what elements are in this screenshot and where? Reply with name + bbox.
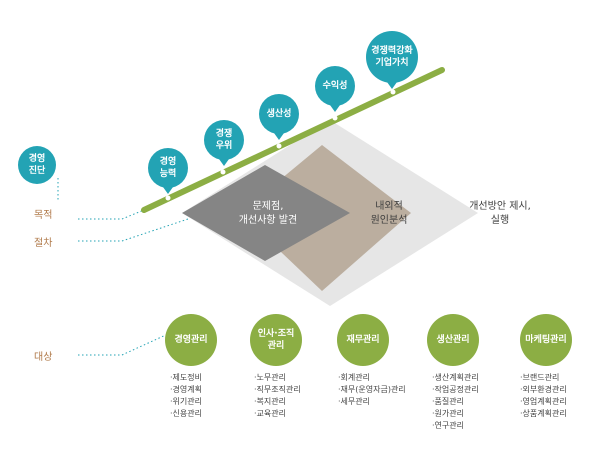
- list-item: 신용관리: [170, 408, 202, 420]
- area-circle-hr: 인사·조직 관리: [250, 314, 302, 366]
- growth-dot-1: [165, 195, 171, 201]
- stage1-diamond: [182, 165, 350, 261]
- list-item: 직무조직관리: [254, 384, 301, 396]
- procedure-leader: [78, 218, 189, 242]
- stage-label-problem: 문제점, 개선사항 발견: [238, 201, 298, 226]
- target-leader: [78, 333, 169, 356]
- list-item: 연구관리: [432, 420, 479, 432]
- list-item: 품질관리: [432, 396, 479, 408]
- area-circle-marketing: 마케팅관리: [520, 314, 572, 366]
- list-item: 회계관리: [338, 372, 406, 384]
- area-circle-production: 생산관리: [427, 314, 479, 366]
- milestone-bubble: 수익성: [315, 66, 355, 112]
- milestone-bubble: 생산성: [259, 94, 299, 140]
- area-circle-management: 경영관리: [165, 314, 217, 366]
- stage-label-improve: 개선방안 제시, 실행: [469, 201, 531, 226]
- list-item: 경영계획: [170, 384, 202, 396]
- growth-dot-3: [276, 143, 282, 149]
- list-item: 위기관리: [170, 396, 202, 408]
- list-item: 세무관리: [338, 396, 406, 408]
- list-item: 제도정비: [170, 372, 202, 384]
- area-list-production: 생산계획관리 작업공정관리 품질관리 원가관리 연구관리: [432, 372, 479, 432]
- milestone-bubble: 경쟁력강화 기업가치: [366, 31, 418, 89]
- list-item: 원가관리: [432, 408, 479, 420]
- area-list-hr: 노무관리 직무조직관리 복지관리 교육관리: [254, 372, 301, 420]
- milestone-bubble: 경쟁 우위: [204, 120, 244, 166]
- milestone-bubble: 경영 능력: [148, 148, 188, 194]
- area-list-finance: 회계관리 재무(운영자금)관리 세무관리: [338, 372, 406, 408]
- area-list-marketing: 브랜드관리 외부환경관리 영업계획관리 상품계획관리: [520, 372, 567, 420]
- list-item: 노무관리: [254, 372, 301, 384]
- list-item: 영업계획관리: [520, 396, 567, 408]
- row-label-target: 대상: [34, 352, 53, 363]
- list-item: 상품계획관리: [520, 408, 567, 420]
- area-list-management: 제도정비 경영계획 위기관리 신용관리: [170, 372, 202, 420]
- list-item: 작업공정관리: [432, 384, 479, 396]
- list-item: 재무(운영자금)관리: [338, 384, 406, 396]
- diagnosis-circle: 경영 진단: [18, 146, 56, 184]
- purpose-leader: [78, 209, 145, 220]
- area-circle-finance: 재무관리: [337, 314, 389, 366]
- list-item: 교육관리: [254, 408, 301, 420]
- stage-label-cause: 내외적 원인분석: [370, 201, 408, 226]
- growth-dot-5: [390, 89, 396, 95]
- list-item: 브랜드관리: [520, 372, 567, 384]
- growth-dot-4: [332, 115, 338, 121]
- list-item: 복지관리: [254, 396, 301, 408]
- row-label-purpose: 목적: [34, 210, 53, 221]
- list-item: 외부환경관리: [520, 384, 567, 396]
- growth-dot-2: [220, 169, 226, 175]
- row-label-procedure: 절차: [34, 238, 53, 249]
- list-item: 생산계획관리: [432, 372, 479, 384]
